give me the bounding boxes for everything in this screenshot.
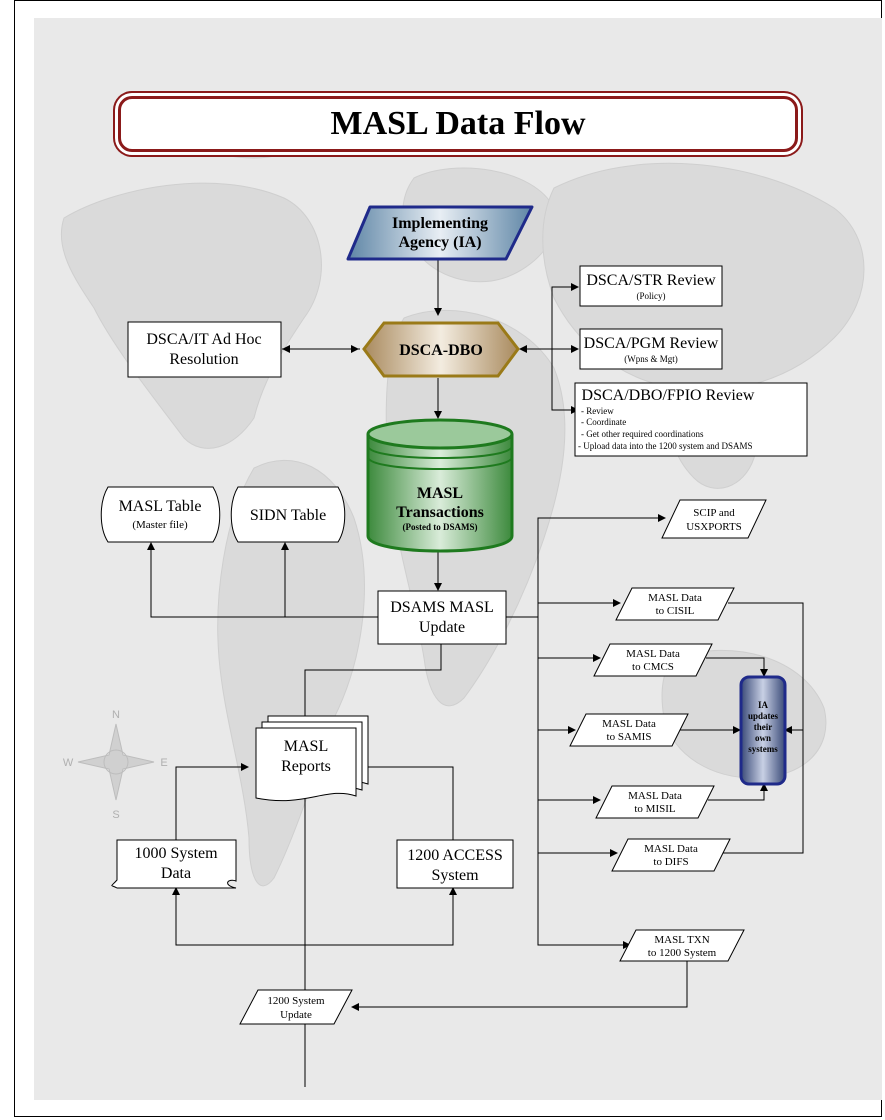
txn-1200-node: MASL TXN to 1200 System <box>619 929 745 962</box>
compass-w: W <box>63 757 74 769</box>
cmcs-label-2: to CMCS <box>632 661 674 673</box>
fpio-item: - Review <box>581 406 614 416</box>
cmcs-label-1: MASL Data <box>626 648 680 660</box>
str-review-node: DSCA/STR Review (Policy) <box>579 265 723 307</box>
txn1200-label-2: to 1200 System <box>648 947 717 959</box>
dsams-label-1: DSAMS MASL <box>390 599 494 616</box>
misil-label-2: to MISIL <box>634 803 676 815</box>
access-label-1: 1200 ACCESS <box>407 847 503 864</box>
iau-label-1: IA <box>758 700 769 710</box>
scip-label-2: USXPORTS <box>686 521 742 533</box>
ia-updates-node: IA updates their own systems <box>739 675 787 786</box>
pgm-review-node: DSCA/PGM Review (Wpns & Mgt) <box>579 328 723 370</box>
sidn-table-node: SIDN Table <box>230 486 346 543</box>
iau-label-4: own <box>755 733 771 743</box>
difs-label-1: MASL Data <box>644 843 698 855</box>
data1000-label-1: 1000 System <box>134 845 218 862</box>
access-1200-node: 1200 ACCESS System <box>396 839 514 889</box>
txn-sub: (Posted to DSAMS) <box>403 522 478 532</box>
it-label-2: Resolution <box>169 351 238 368</box>
dsams-update-node: DSAMS MASL Update <box>377 590 507 645</box>
difs-node: MASL Data to DIFS <box>611 838 731 872</box>
samis-node: MASL Data to SAMIS <box>569 713 689 747</box>
scip-node: SCIP and USXPORTS <box>661 499 767 539</box>
access-label-2: System <box>431 867 479 884</box>
scip-label-1: SCIP and <box>693 507 735 519</box>
iau-label-3: their <box>754 722 773 732</box>
str-sub: (Policy) <box>637 291 666 301</box>
fpio-title: DSCA/DBO/FPIO Review <box>582 387 755 404</box>
pgm-title: DSCA/PGM Review <box>584 335 719 352</box>
reports-label-2: Reports <box>281 758 331 775</box>
update-1200-node: 1200 System Update <box>239 989 353 1025</box>
compass-n: N <box>112 709 120 721</box>
dsams-label-2: Update <box>419 619 465 636</box>
dbo-label: DSCA-DBO <box>399 342 483 359</box>
cisil-label-1: MASL Data <box>648 592 702 604</box>
cmcs-node: MASL Data to CMCS <box>593 643 713 677</box>
masl-table-title: MASL Table <box>119 498 202 515</box>
txn-label-1: MASL <box>417 485 463 502</box>
pgm-sub: (Wpns & Mgt) <box>624 354 678 364</box>
cisil-label-2: to CISIL <box>656 605 695 617</box>
ia-label-1: Implementing <box>392 215 488 232</box>
update1200-label-2: Update <box>280 1009 312 1021</box>
compass-rose: N S E W <box>63 709 168 821</box>
fpio-review-node: DSCA/DBO/FPIO Review - Review - Coordina… <box>574 382 808 457</box>
difs-label-2: to DIFS <box>653 856 688 868</box>
misil-label-1: MASL Data <box>628 790 682 802</box>
title-banner: MASL Data Flow <box>118 96 798 152</box>
dsca-dbo-node: DSCA-DBO <box>362 321 520 378</box>
compass-s: S <box>112 809 119 821</box>
fpio-item: - Coordinate <box>581 417 626 427</box>
implementing-agency-node: Implementing Agency (IA) <box>346 205 534 261</box>
fpio-item: - Get other required coordinations <box>581 429 704 439</box>
masl-table-sub: (Master file) <box>132 519 188 531</box>
masl-table-node: MASL Table (Master file) <box>100 486 221 543</box>
it-label-1: DSCA/IT Ad Hoc <box>146 331 261 348</box>
ia-label-2: Agency (IA) <box>398 234 481 251</box>
iau-label-2: updates <box>748 711 779 721</box>
cisil-node: MASL Data to CISIL <box>615 587 735 621</box>
masl-reports-node: MASL Reports <box>255 715 369 802</box>
compass-e: E <box>160 757 167 769</box>
misil-node: MASL Data to MISIL <box>595 785 715 819</box>
data-1000-node: 1000 System Data <box>111 839 237 889</box>
samis-label-2: to SAMIS <box>607 731 652 743</box>
page-title: MASL Data Flow <box>330 105 586 142</box>
data1000-label-2: Data <box>161 865 191 882</box>
masl-transactions-node: MASL Transactions (Posted to DSAMS) <box>366 418 514 553</box>
update1200-label-1: 1200 System <box>267 995 325 1007</box>
txn-label-2: Transactions <box>396 504 484 521</box>
iau-label-5: systems <box>748 744 778 754</box>
samis-label-1: MASL Data <box>602 718 656 730</box>
sidn-table-label: SIDN Table <box>250 507 326 524</box>
reports-label-1: MASL <box>284 738 328 755</box>
dsca-it-node: DSCA/IT Ad Hoc Resolution <box>127 321 282 378</box>
txn1200-label-1: MASL TXN <box>654 934 709 946</box>
fpio-item: - Upload data into the 1200 system and D… <box>578 441 753 451</box>
str-title: DSCA/STR Review <box>586 272 716 289</box>
